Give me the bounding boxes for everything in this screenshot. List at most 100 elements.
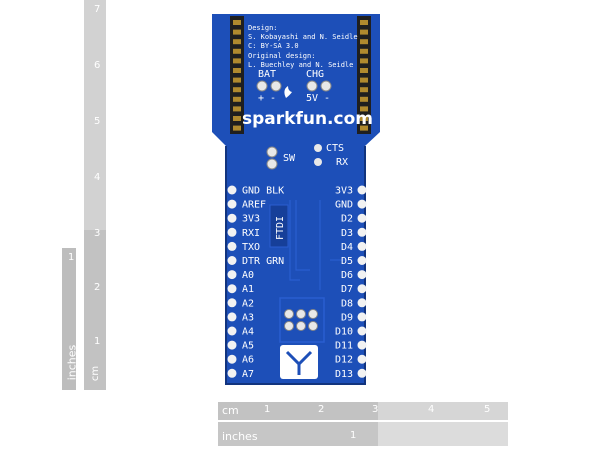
left-pin-label: TXO (242, 242, 260, 253)
traces (289, 200, 346, 290)
header-pin (360, 29, 368, 35)
vertical-inch-number: 2 (68, 110, 75, 121)
left-edge-pad (227, 185, 237, 195)
vertical-cm-number: 5 (94, 116, 101, 127)
rx-led-pad (314, 158, 322, 166)
right-pin-label: D7 (341, 284, 353, 295)
right-edge-pad (357, 312, 367, 322)
header-pin (233, 87, 241, 93)
header-pin (360, 96, 368, 102)
ftdi-label: FTDI (275, 216, 286, 240)
horizontal-inch-band (218, 422, 378, 446)
header-pins (233, 20, 368, 131)
chg-label: CHG (306, 69, 324, 80)
header-pin (360, 39, 368, 45)
chg-pad-gnd (320, 80, 332, 92)
right-pin-label: D11 (335, 341, 353, 352)
cts-label: CTS (326, 143, 344, 154)
horizontal-cm-label: cm (222, 404, 239, 417)
left-edge-pad (227, 298, 237, 308)
left-pin-label: AREF (242, 200, 266, 211)
header-pin (233, 58, 241, 64)
header-pin (233, 29, 241, 35)
board-outline (212, 14, 380, 384)
right-header (357, 16, 371, 134)
header-pin (233, 96, 241, 102)
vertical-cm-number: 6 (94, 60, 101, 71)
left-pin-label: GND BLK (242, 186, 284, 197)
flame-icon (284, 86, 292, 98)
right-pin-label: D5 (341, 256, 353, 267)
left-edge-pad (227, 241, 237, 251)
bat-pad-minus (270, 80, 282, 92)
vertical-inch-number: 1 (68, 252, 75, 263)
board-shadow-edge (225, 146, 366, 385)
header-pin (360, 48, 368, 54)
header-pin (233, 116, 241, 121)
header-pin (233, 20, 241, 25)
right-edge-pad (357, 227, 367, 237)
left-pin-label: A5 (242, 341, 254, 352)
right-pin-label: D10 (335, 327, 353, 338)
left-edge-pad (227, 326, 237, 336)
right-pin-label: D12 (335, 355, 353, 366)
right-edge-pad (357, 326, 367, 336)
left-pin-label: A2 (242, 298, 254, 309)
left-pin-label: A3 (242, 312, 254, 323)
horizontal-inch-number: 1 (350, 430, 357, 441)
right-pin-label: D3 (341, 228, 353, 239)
header-pin (233, 48, 241, 54)
horizontal-cm-ruler: cm 1 2 3 4 5 (218, 402, 508, 420)
left-pin-label: A4 (242, 327, 254, 338)
horizontal-cm-number: 4 (428, 404, 435, 415)
left-edge-pad (227, 256, 237, 265)
vertical-cm-number: 7 (94, 4, 101, 15)
right-edge-pad (357, 199, 367, 209)
right-edge-pad (357, 354, 367, 364)
left-edge-pad (227, 284, 237, 294)
header-pin (360, 68, 368, 73)
header-pin (233, 77, 241, 83)
vertical-cm-number: 3 (94, 228, 101, 239)
chip-outline (279, 297, 325, 343)
icsp-pad (308, 309, 318, 319)
credit-line: S. Kobayashi and N. Seidle (248, 33, 358, 41)
header-pin (233, 39, 241, 45)
right-edge-pad (357, 368, 367, 378)
y-logo-icon (280, 345, 318, 379)
right-edge-pad (357, 340, 367, 350)
header-pin (233, 125, 241, 131)
sw-label: SW (283, 153, 296, 164)
left-edge-pad (227, 199, 237, 209)
left-pin-label: A6 (242, 355, 254, 366)
left-pin-label: A0 (242, 270, 254, 281)
horizontal-inch-ruler: inches 1 (218, 422, 508, 446)
bat-polarity: + - (258, 93, 276, 104)
right-pin-label: D2 (341, 214, 353, 225)
header-pin (360, 77, 368, 83)
credit-line: Original design: (248, 52, 315, 60)
sw-pad (266, 158, 278, 170)
rx-label: RX (336, 157, 348, 168)
horizontal-inches-label: inches (222, 430, 258, 443)
right-edge-pad (357, 284, 367, 294)
ftdi-pad-block (269, 204, 289, 248)
horizontal-cm-band (218, 402, 378, 420)
chg-pad-5v (306, 80, 318, 92)
vertical-cm-number: 2 (94, 282, 101, 293)
brand-logo: sparkfun.com (242, 109, 373, 129)
left-edge-pad (227, 368, 237, 378)
header-pin (233, 106, 241, 112)
left-pin-label: 3V3 (242, 214, 260, 225)
right-edge-pad (357, 298, 367, 308)
sw-pad (266, 146, 278, 158)
bat-pad-plus (256, 80, 268, 92)
icsp-pad (284, 309, 294, 319)
header-pin (360, 106, 368, 112)
chg-polarity: 5V - (306, 93, 330, 104)
right-pin-label: GND (335, 200, 353, 211)
left-pin-label: DTR GRN (242, 256, 284, 267)
left-edge-pad (227, 213, 237, 223)
